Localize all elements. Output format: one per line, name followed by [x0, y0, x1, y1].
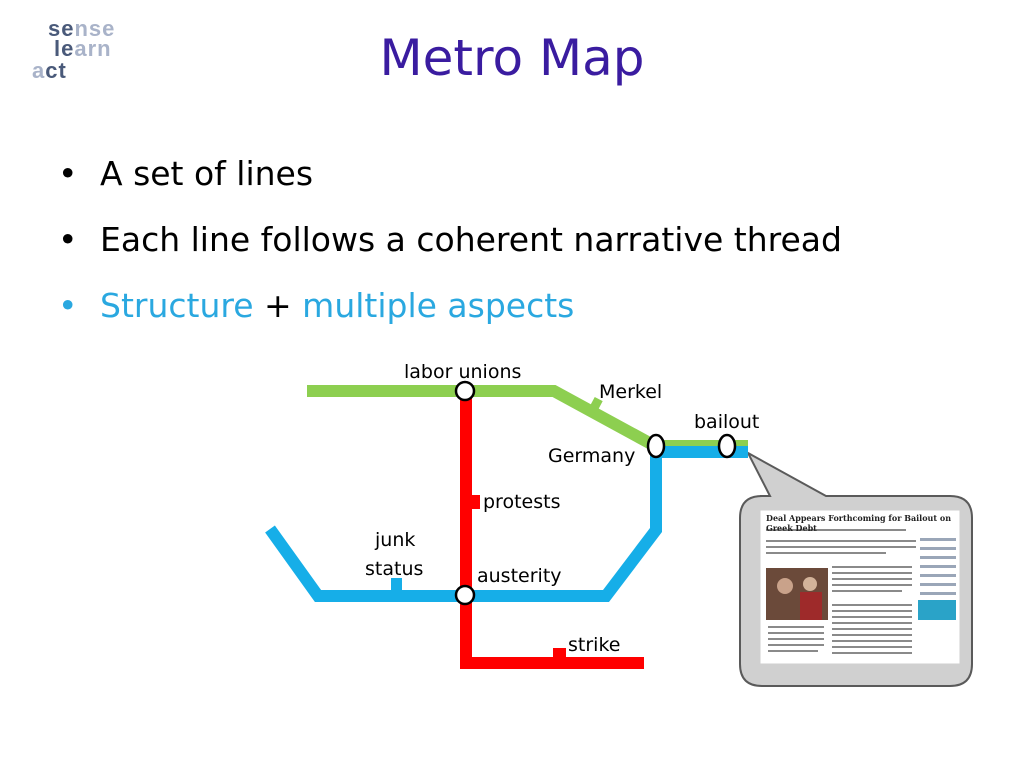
- article-photo-coat: [800, 592, 822, 620]
- logo-line-sense: sense: [48, 16, 116, 41]
- label-merkel: Merkel: [599, 381, 662, 403]
- article-share-icons: [920, 538, 956, 595]
- metro-line-blue: [265, 446, 748, 602]
- label-junk: junk: [374, 529, 415, 551]
- station-labor-unions: [454, 380, 476, 402]
- stop-tick-merkel: [588, 396, 603, 414]
- article-photo-figure: [803, 577, 817, 591]
- label-status: status: [365, 558, 423, 580]
- bullet-item-narrative: • Each line follows a coherent narrative …: [58, 214, 842, 280]
- bullet-dot: •: [58, 154, 78, 193]
- label-strike: strike: [568, 634, 620, 656]
- station-austerity: [454, 584, 476, 606]
- station-bailout: [717, 433, 737, 459]
- bullet-plus: +: [264, 286, 292, 325]
- slide-title: Metro Map: [379, 29, 645, 87]
- logo-line-learn: learn: [54, 36, 112, 61]
- bullet-structure: Structure: [100, 286, 254, 325]
- label-labor-unions: labor unions: [404, 361, 521, 383]
- bullet-dot: •: [58, 220, 78, 259]
- article-headline: Deal Appears Forthcoming for Bailout on …: [766, 513, 952, 533]
- label-bailout: bailout: [694, 411, 759, 433]
- metro-line-red: [460, 391, 644, 669]
- stop-tick-protests: [471, 495, 480, 509]
- article-ad-block: [918, 600, 956, 620]
- bullet-dot: •: [58, 286, 78, 325]
- label-germany: Germany: [548, 445, 635, 467]
- station-germany: [646, 433, 666, 459]
- label-austerity: austerity: [477, 565, 562, 587]
- bullet-item-lines: • A set of lines: [58, 148, 842, 214]
- bullet-list: • A set of lines • Each line follows a coh…: [58, 148, 842, 346]
- article-photo-figure: [777, 578, 793, 594]
- bullet-multiple-aspects: multiple aspects: [302, 286, 575, 325]
- stop-tick-junk-status: [391, 578, 402, 591]
- article-callout: [739, 450, 973, 687]
- label-protests: protests: [483, 491, 560, 513]
- article-text-lines: [766, 529, 916, 654]
- stop-tick-strike: [553, 648, 566, 657]
- logo-line-act: act: [32, 58, 67, 83]
- bullet-item-structure: • Structure + multiple aspects: [58, 280, 842, 346]
- bullet-text: Each line follows a coherent narrative t…: [100, 220, 842, 259]
- bullet-text: A set of lines: [100, 154, 314, 193]
- metro-line-green: [307, 385, 748, 452]
- logo: sense learn act: [30, 18, 140, 88]
